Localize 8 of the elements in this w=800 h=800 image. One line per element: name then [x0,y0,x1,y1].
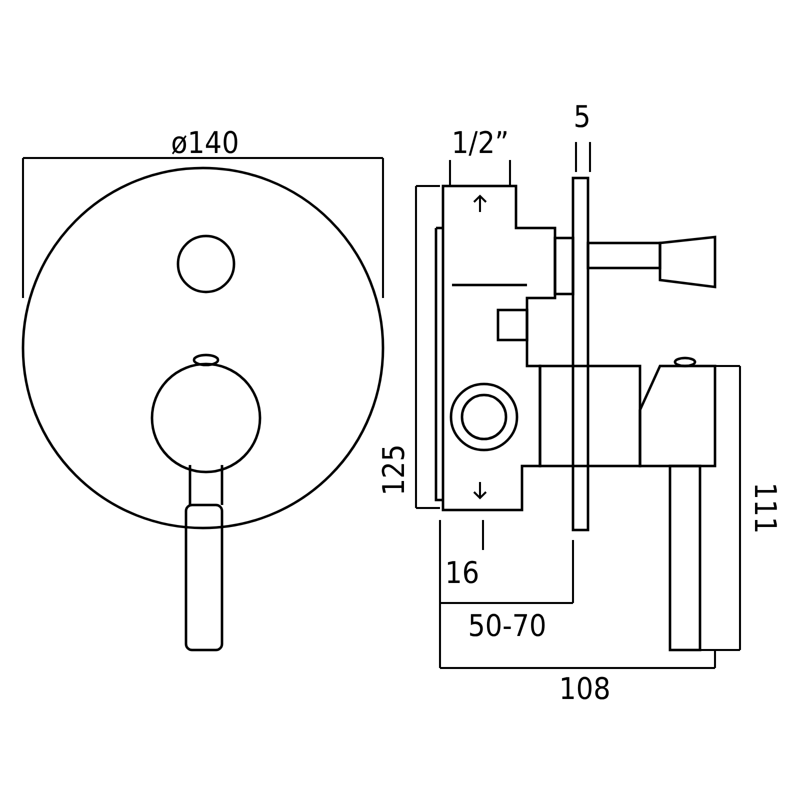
dimension-label: ø140 [171,129,240,159]
dimension-label: 108 [559,675,611,705]
dimension-label: 5 [574,103,591,133]
dimension-label: 125 [380,444,410,496]
dimension-label: 111 [748,482,779,534]
dimension-label: 16 [445,559,480,589]
dimension-label: 1/2” [452,129,509,159]
dimension-label: 50-70 [468,612,546,642]
